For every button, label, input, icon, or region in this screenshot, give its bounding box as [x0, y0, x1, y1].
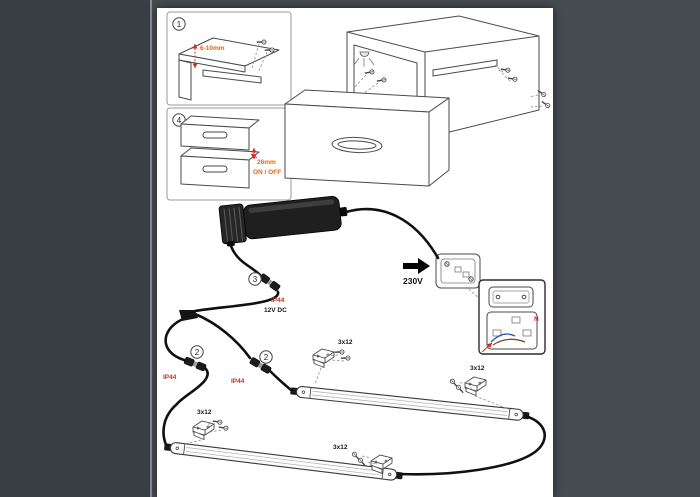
- manual-page-figure: 1 6-10mm 4: [162, 11, 551, 482]
- screw-icon: [218, 423, 230, 434]
- voltage-label: 230V: [403, 276, 423, 286]
- step1-measurement-label: 6-10mm: [200, 45, 225, 52]
- neutral-wire: [490, 333, 516, 343]
- connector-3-number: 3: [253, 275, 258, 284]
- mounting-bracket-right: 3x12: [448, 365, 512, 411]
- drawer-handle: [331, 136, 383, 154]
- step1-inset: 1 6-10mm: [166, 11, 292, 106]
- cable-splitter: [179, 310, 198, 321]
- connector-3-badge: 3: [248, 272, 262, 286]
- connector-2-left-ip-rating: IP44: [163, 374, 177, 381]
- mains-section: 230V: [403, 253, 546, 355]
- viewer-left-pane: [0, 0, 150, 497]
- plug-wiring-inset: N: [478, 279, 546, 355]
- power-supply-unit: [218, 195, 348, 247]
- mounting-bracket-top: 3x12: [312, 339, 353, 385]
- screw-size-label: 3x12: [333, 444, 348, 451]
- drawer-handle: [202, 131, 228, 139]
- connector-2-left-plug: [183, 356, 208, 372]
- light-rays-icon: [353, 51, 375, 67]
- live-wire: [492, 338, 526, 346]
- mounting-bracket-left: 3x12: [184, 409, 230, 445]
- drawer-handle: [202, 165, 228, 173]
- bracket-icon: [464, 376, 487, 396]
- connector-2-left-number: 2: [195, 348, 200, 357]
- mains-plug: [435, 253, 481, 289]
- connector-2-right-badge: 2: [259, 350, 273, 364]
- screw-icon: [540, 100, 551, 109]
- bracket-icon: [312, 348, 335, 368]
- cabinet-drawing: [284, 15, 551, 187]
- mains-arrow-icon: [403, 258, 430, 274]
- cable-runs: [162, 207, 546, 476]
- step4-measurement-label: 26mm: [257, 159, 276, 166]
- connector-2-left-badge: 2: [190, 345, 204, 359]
- light-bar-lower: [163, 440, 404, 482]
- connector-2-right-number: 2: [264, 353, 269, 362]
- screw-size-label: 3x12: [470, 365, 485, 372]
- open-drawer: [284, 89, 450, 187]
- mounting-bracket-bottom: 3x12: [333, 444, 393, 474]
- pane-divider: [150, 0, 152, 497]
- bracket-icon: [192, 420, 215, 440]
- inner-light-bar: [432, 59, 498, 77]
- connector-3-ip-rating: IP44: [271, 297, 285, 304]
- step4-onoff-label: ON / OFF: [253, 169, 281, 176]
- screw-icon: [454, 383, 466, 394]
- connector-2-right-ip-rating: IP44: [231, 378, 245, 385]
- screw-size-label: 3x12: [197, 409, 212, 416]
- screw-icon: [356, 456, 368, 467]
- step4-inset: 4 26mm ON / OFF: [166, 107, 292, 201]
- step1-badge: 1: [172, 17, 186, 31]
- wiring-neutral-label: N: [534, 316, 539, 323]
- screw-icon: [334, 347, 346, 358]
- connector-3-plug: [258, 272, 282, 293]
- dc-output-label: 12V DC: [264, 307, 287, 314]
- step4-number: 4: [177, 116, 182, 125]
- screw-icon: [340, 353, 352, 364]
- screw-size-label: 3x12: [338, 339, 353, 346]
- manual-page: 1 6-10mm 4: [157, 8, 553, 497]
- step1-number: 1: [177, 20, 182, 29]
